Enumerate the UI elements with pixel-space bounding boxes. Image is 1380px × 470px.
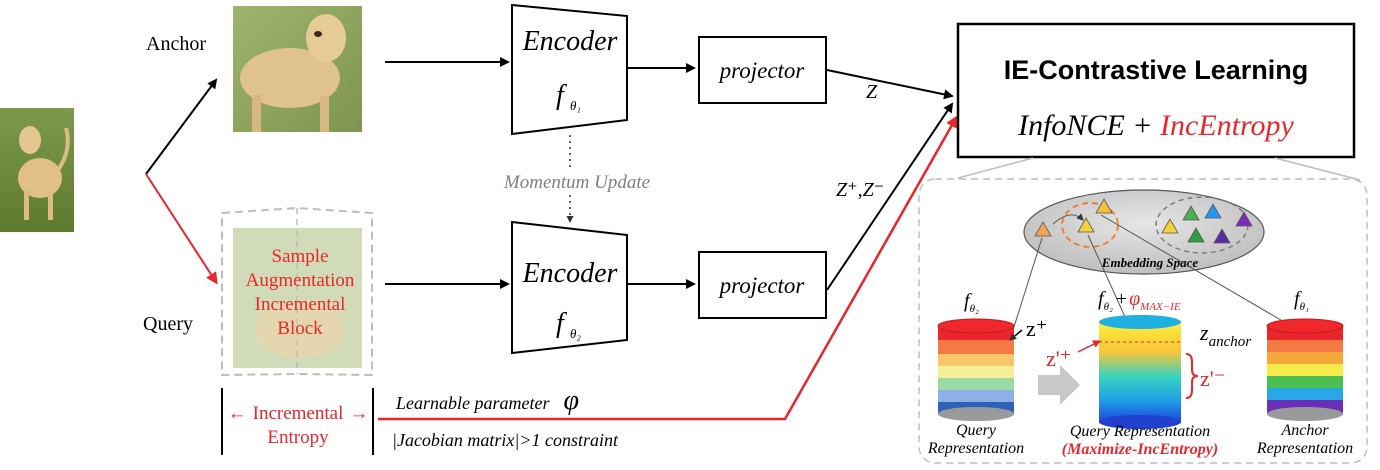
anchor-rep-line2: Representation [1256,440,1353,457]
arrow-projector2-to-ie [826,102,954,291]
negative-point [1213,228,1231,244]
learnable-parameter-path [378,115,958,421]
z-prime-plus-arrow [1077,340,1101,353]
projector-2-label: projector [718,273,806,298]
embedding-points [1034,198,1253,244]
callout-line-right [1274,157,1361,181]
projector-2 [698,251,827,319]
arrow-to-query [145,173,218,285]
z-prime-minus-brace [1185,353,1199,399]
link-query-to-space [1012,237,1043,331]
positive-point [1077,217,1095,233]
arrow-projector1-to-ie [826,69,954,100]
link-anchor-to-space [1100,214,1299,331]
formula-infonce: InfoNCE + [1017,109,1160,142]
encoder-1-symbol: f [556,80,567,111]
z-plus-label: z⁺ [1026,316,1047,341]
negative-point [1161,218,1179,234]
aug-line-3: Incremental [255,294,346,315]
ie-box-formula: InfoNCE + IncEntropy [1017,109,1294,142]
negative-point [1187,227,1205,243]
query-augmented-image [221,206,373,377]
query-rep-mid: Query Representation [1070,423,1210,440]
encoder-2-sub: θ₂ [570,326,581,341]
incremental-entropy-line2: Entropy [267,427,329,448]
f-theta2-left: fθ₂ [964,290,979,315]
aug-line-1: Sample [272,246,329,267]
anchor-cylinder [1266,318,1344,421]
encoder-2-symbol: f [556,308,567,339]
ie-box-title: IE-Contrastive Learning [1004,55,1309,85]
encoder-1-title: Encoder [522,26,618,57]
query-rep-line2: Representation [927,440,1024,457]
encoder-2-title: Encoder [522,258,618,289]
z-pos-neg-label: Z⁺,Z⁻ [836,179,884,201]
embedding-space-label: Embedding Space [1101,255,1199,270]
max-ie-cylinder [1099,315,1181,429]
source-dog-image [0,108,74,232]
incremental-entropy-line1: ←Incremental→ [228,403,369,424]
encoder-1 [511,3,628,136]
momentum-update-label: Momentum Update [503,172,650,193]
aug-line-2: Augmentation [246,270,355,291]
jacobian-constraint: |Jacobian matrix|>1 constraint [392,430,619,450]
z-prime-minus-label: z'⁻ [1200,366,1225,391]
encoder-1-sub: θ₁ [570,98,581,113]
arrow-to-anchor [145,78,218,175]
f-theta2-plus-phi: fθ₂+φMAX−IE [1098,288,1181,313]
negative-point [1235,211,1253,227]
maximize-incentropy: (Maximize-IncEntropy) [1062,441,1218,458]
formula-incentropy: IncEntropy [1159,109,1295,142]
transform-arrow [1038,365,1080,405]
anchor-rep-line1: Anchor [1280,422,1329,439]
projector-1 [698,36,827,104]
momentum-label-bg [488,168,664,194]
z-label: Z [866,81,878,103]
z-prime-plus-label: z'⁺ [1046,346,1071,371]
callout-line-left [957,157,1034,179]
query-cylinder [937,318,1015,421]
z-anchor-label: zanchor [1199,320,1251,350]
positive-point [1095,198,1113,214]
f-theta1-right: fθ₁ [1294,288,1309,313]
z-plus-arrow [1009,329,1023,341]
negative-point [1204,203,1222,219]
anchor-dog-image [233,6,362,132]
query-rep-line1: Query [956,422,997,439]
query-label: Query [143,313,193,335]
query-point [1034,221,1052,237]
projector-1-label: projector [718,58,806,83]
encoder-2 [511,220,628,355]
anchor-label: Anchor [146,33,206,55]
negative-point [1182,205,1200,221]
aug-line-4: Block [277,318,323,339]
ie-contrastive-box [956,22,1356,159]
pull-arrow [1052,213,1084,225]
